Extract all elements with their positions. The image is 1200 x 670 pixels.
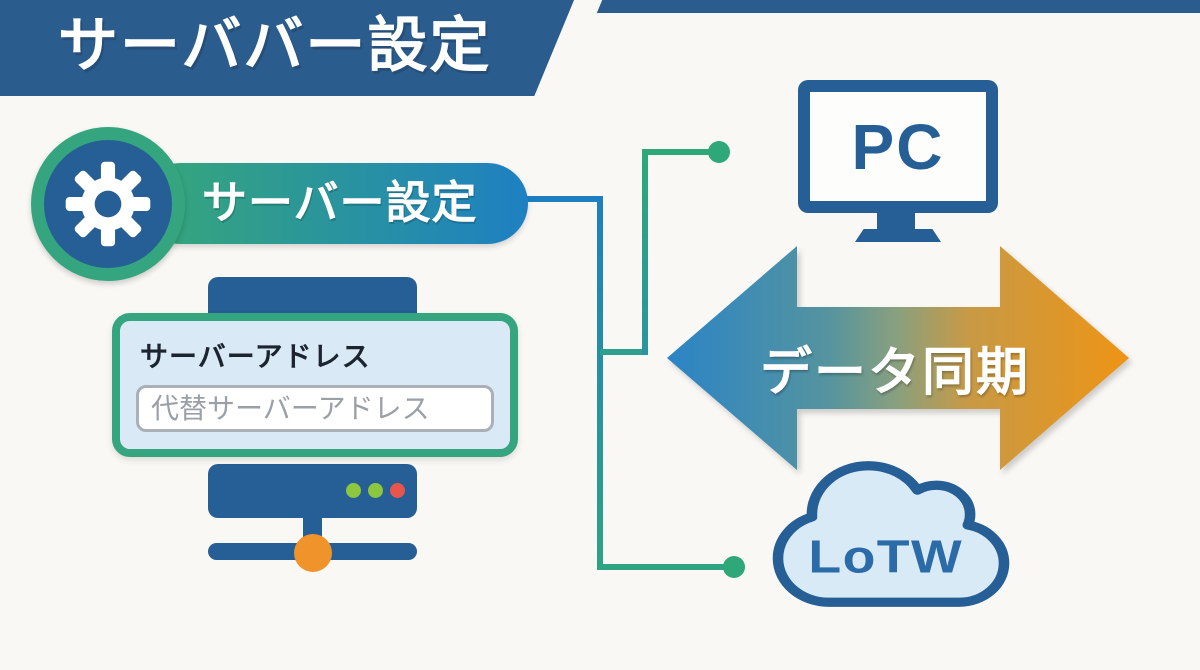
monitor-stand-neck bbox=[877, 211, 915, 231]
server-settings-pill-label: サーバー設定 bbox=[202, 177, 478, 228]
status-led-green bbox=[346, 483, 361, 498]
sync-arrow-label: データ同期 bbox=[759, 344, 1030, 402]
status-led-red bbox=[390, 483, 405, 498]
monitor-stand-base bbox=[855, 229, 941, 242]
page-title: サーババー設定 bbox=[58, 12, 492, 79]
lotw-label: LoTW bbox=[808, 531, 963, 583]
server-rack-top bbox=[208, 277, 417, 319]
connector-dot-pc bbox=[708, 141, 730, 163]
server-rack-icon bbox=[208, 464, 417, 518]
network-hub-dot bbox=[294, 534, 332, 572]
connector-dot-lotw bbox=[723, 556, 745, 578]
title-banner: サーババー設定 bbox=[0, 0, 600, 96]
server-address-label: サーバーアドレス bbox=[140, 341, 371, 372]
pc-label: PC bbox=[851, 110, 945, 183]
server-address-input[interactable] bbox=[136, 385, 494, 432]
lotw-cloud-icon: LoTW bbox=[772, 461, 1010, 607]
status-led-green bbox=[368, 483, 383, 498]
server-address-panel: サーバーアドレス bbox=[112, 313, 518, 457]
server-settings-pill: サーバー設定 bbox=[140, 163, 528, 244]
pc-monitor-icon: PC bbox=[798, 80, 998, 213]
gear-badge bbox=[31, 127, 185, 281]
gear-icon bbox=[65, 161, 151, 247]
